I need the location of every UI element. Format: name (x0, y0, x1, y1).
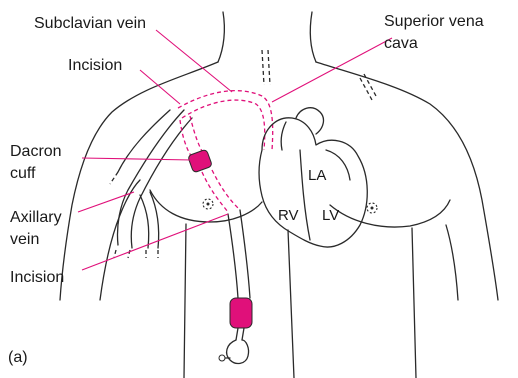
nipple-right (367, 203, 377, 213)
label-dacron-line2: cuff (10, 165, 36, 182)
dacron-cuff (188, 149, 213, 173)
nipple-left (203, 199, 213, 209)
label-left-ventricle: LV (322, 207, 339, 224)
label-incision-bottom: Incision (10, 269, 64, 286)
label-left-atrium: LA (308, 167, 326, 184)
label-axillary-line2: vein (10, 231, 39, 248)
catheter-clamp (230, 298, 252, 328)
leader-lines (78, 30, 392, 270)
catheter-tunnel (178, 91, 273, 212)
label-superior-vena-cava-line1: Superior vena (384, 13, 484, 30)
label-panel: (a) (8, 349, 28, 366)
label-dacron-line1: Dacron (10, 143, 62, 160)
label-axillary-line1: Axillary (10, 209, 62, 226)
label-right-ventricle: RV (278, 207, 299, 224)
label-superior-vena-cava-line2: cava (384, 35, 418, 52)
axillary-vein (110, 110, 192, 258)
label-subclavian-vein: Subclavian vein (34, 15, 146, 32)
external-catheter (219, 210, 252, 363)
label-incision-top: Incision (68, 57, 122, 74)
